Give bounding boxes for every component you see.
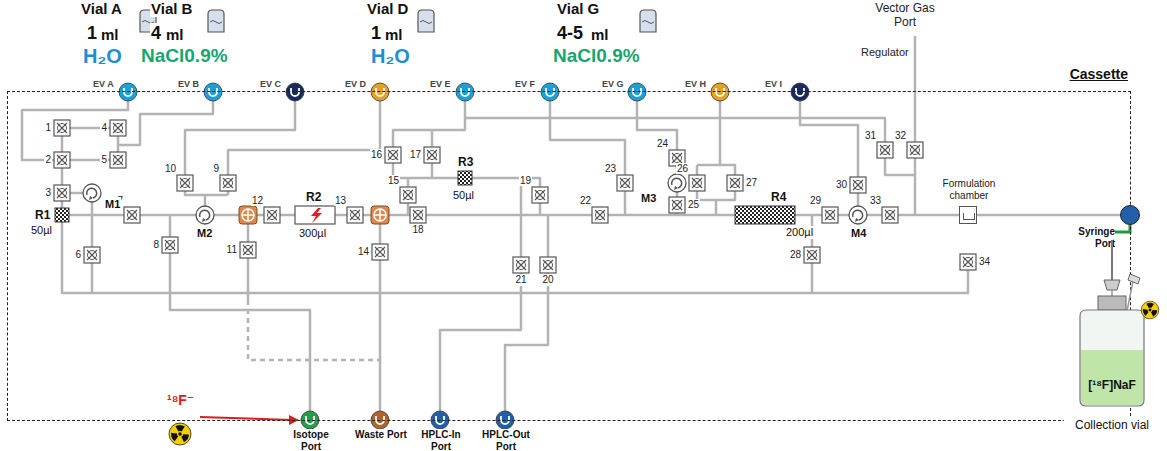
valve-number: 21: [514, 274, 527, 286]
part-label: Vial D: [366, 0, 409, 17]
part-label: 200µl: [785, 226, 814, 239]
part-label: 1: [370, 23, 382, 44]
valve-number: 19: [519, 175, 532, 187]
part-label: M1: [104, 198, 121, 211]
valve-number: 17: [409, 149, 422, 161]
part-label: Regulator: [860, 46, 910, 59]
valve-number: 29: [809, 195, 822, 207]
valve-number: 26: [676, 163, 689, 175]
valve-number: 8: [152, 239, 160, 251]
valve-number: 15: [387, 175, 400, 187]
cassette-outline: CassetteFormulation chamberSyringe Port: [8, 92, 1130, 420]
valve-number: 6: [74, 249, 82, 261]
valve-name: EV I: [764, 79, 783, 89]
part-label: 4: [150, 23, 162, 44]
part-label: R4: [770, 191, 787, 205]
node-heading: Formulation chamber: [930, 178, 1008, 201]
chamber-tray: [963, 213, 975, 220]
valve-number: 11: [226, 244, 238, 256]
valve-number: 1: [44, 122, 52, 134]
part-label: M2: [196, 227, 213, 240]
part-label: Vial A: [80, 0, 123, 17]
valve-name: EV G: [601, 79, 625, 89]
part-label: HPLC-Out Port: [477, 429, 535, 451]
part-label: 1: [86, 23, 98, 44]
part-label: HPLC-In Port: [412, 429, 470, 451]
valve-number: 12: [251, 195, 264, 207]
valve-number: 5: [100, 154, 108, 166]
valve-number: 9: [212, 163, 220, 175]
valve-number: 23: [604, 163, 617, 175]
part-label: ml: [100, 26, 120, 43]
valve-number: 33: [869, 195, 882, 207]
valve-number: 28: [789, 249, 802, 261]
part-label: NaCl0.9%: [140, 45, 229, 67]
syringe-port: Syringe Port: [1120, 205, 1140, 225]
part-label: R1: [34, 209, 51, 223]
valve-number: 3: [44, 187, 52, 199]
node-heading: Syringe Port: [1063, 226, 1115, 249]
valve-number: 13: [334, 195, 347, 207]
valve-number: 14: [357, 246, 370, 258]
valve-name: EV C: [259, 79, 282, 89]
valve-number: 16: [370, 149, 383, 161]
part-label: H₂O: [370, 45, 411, 68]
valve-number: 31: [864, 130, 877, 142]
valve-name: EV E: [429, 79, 452, 89]
valve-number: 4: [100, 122, 108, 134]
part-label: NaCl0.9%: [552, 45, 641, 67]
part-label: 50µl: [452, 189, 475, 202]
part-label: R3: [457, 156, 474, 170]
part-label: ml: [165, 26, 185, 43]
part-label: Vector Gas Port: [868, 2, 942, 30]
part-label: ¹⁸F⁻: [166, 392, 195, 408]
valve-number: 22: [579, 195, 592, 207]
part-label: Waste Port: [352, 429, 410, 441]
part-label: ml: [590, 26, 610, 43]
valve-name: EV H: [684, 79, 707, 89]
valve-number: 20: [541, 274, 554, 286]
valve-number: 10: [164, 163, 177, 175]
part-label: 50µl: [30, 224, 53, 237]
part-label: Vial G: [556, 0, 600, 17]
collection-vial: [¹⁸F]NaF Collection vial: [1064, 240, 1160, 451]
part-label: 300µl: [298, 227, 327, 240]
node-heading: [¹⁸F]NaF: [1080, 378, 1144, 392]
formulation-chamber: Formulation chamber: [959, 206, 977, 224]
fluid-connector: [977, 214, 1120, 217]
part-label: R2: [305, 191, 322, 205]
part-label: M4: [850, 227, 867, 240]
part-label: ml: [384, 26, 404, 43]
valve-number: 30: [835, 179, 848, 191]
valve-name: EV B: [177, 79, 200, 89]
valve-number: 25: [687, 199, 700, 211]
node-caption: Collection vial: [1064, 418, 1160, 432]
part-label: Isotope Port: [282, 429, 340, 451]
valve-number: 34: [978, 256, 991, 268]
valve-number: 18: [411, 224, 424, 236]
part-label: Vial B: [150, 0, 193, 17]
node-heading: Cassette: [1068, 66, 1130, 82]
valve-number: 27: [745, 177, 758, 189]
part-label: M3: [640, 192, 657, 205]
valve-number: 32: [894, 130, 907, 142]
part-label: H₂O: [82, 45, 123, 68]
part-label: 4-5: [556, 23, 584, 44]
valve-name: EV A: [92, 79, 115, 89]
valve-number: 2: [44, 154, 52, 166]
valve-name: EV F: [514, 79, 536, 89]
valve-name: EV D: [344, 79, 367, 89]
valve-number: 24: [656, 138, 669, 150]
